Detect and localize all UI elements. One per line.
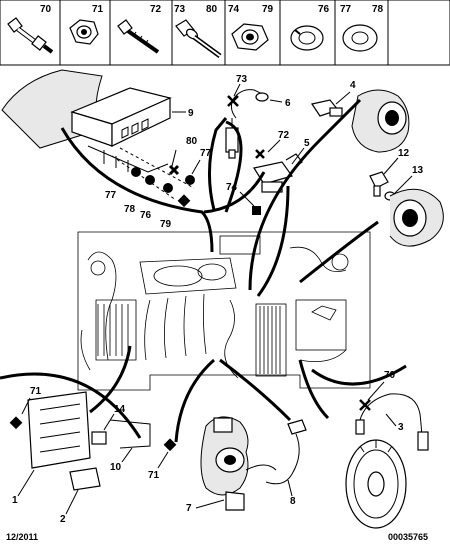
header-ref-80: 80: [206, 4, 218, 15]
callout-74: 74: [226, 182, 238, 193]
callout-5: 5: [304, 138, 310, 149]
sensor-5-group: [252, 149, 303, 215]
header-ref-77: 77: [340, 4, 352, 15]
header-ref-74: 74: [228, 4, 240, 15]
callout-73: 73: [236, 74, 248, 85]
callout-10: 10: [110, 462, 122, 473]
bolt-79-icon: [177, 194, 191, 208]
ecu-1-group: [9, 391, 177, 491]
callout-77b: 77: [200, 148, 212, 159]
nut-71-right-icon: [163, 438, 177, 452]
spring-washer-icon: [290, 25, 324, 51]
throttle-body-7-group: [200, 416, 307, 511]
callout-77a: 77: [105, 190, 117, 201]
nut-76-icon: [163, 183, 173, 193]
sensor-3-icon: [355, 419, 365, 435]
callout-79: 79: [160, 219, 172, 230]
nut-71-left-icon: [9, 416, 23, 430]
bolt-with-collar-icon: [7, 17, 54, 54]
footer-date: 12/2011: [6, 532, 38, 542]
washer-77-icon: [185, 175, 195, 185]
engine-bay-illustration: [77, 231, 371, 391]
ecu-group: [1, 69, 172, 173]
screw-72-icon: [255, 149, 265, 159]
screw-80-icon: [168, 164, 180, 176]
callout-9: 9: [188, 108, 194, 119]
flange-screw-icon: [175, 19, 222, 59]
module-2-icon: [69, 467, 101, 491]
header-ref-70: 70: [40, 4, 52, 15]
throttle-sensor-4-group: [311, 89, 410, 153]
callout-2: 2: [60, 514, 66, 525]
callout-6: 6: [285, 98, 291, 109]
nut-78-icon: [145, 175, 155, 185]
header-ref-72: 72: [150, 4, 162, 15]
nut-77-icon: [131, 167, 141, 177]
header-ref-76: 76: [318, 4, 330, 15]
screw-73-icon: [227, 95, 239, 107]
nut-74-icon: [252, 206, 261, 215]
callout-8: 8: [290, 496, 296, 507]
ecu-fasteners: [111, 147, 195, 208]
callout-1: 1: [12, 495, 18, 506]
callout-3: 3: [398, 422, 404, 433]
flat-washer-icon: [342, 24, 378, 52]
callout-71b: 71: [148, 470, 160, 481]
relay-14-icon: [91, 431, 107, 445]
callout-4: 4: [350, 80, 356, 91]
flywheel-group: [345, 393, 429, 529]
flange-nut-icon: [69, 19, 99, 45]
callout-13: 13: [412, 165, 424, 176]
hex-nut-icon: [231, 23, 269, 51]
screw-70-icon: [359, 399, 371, 411]
header-strip: 70 71 72 73 80 74 79 76 77 78: [0, 0, 450, 66]
footer-doc-number: 00035765: [388, 532, 428, 542]
callout-12: 12: [398, 148, 410, 159]
sensor-6-group: [225, 89, 269, 159]
screw-icon: [117, 19, 160, 54]
callout-7: 7: [186, 503, 192, 514]
callout-78: 78: [124, 204, 136, 215]
header-ref-71: 71: [92, 4, 104, 15]
header-ref-73: 73: [174, 4, 186, 15]
header-ref-78: 78: [372, 4, 384, 15]
sensor-12-13-group: [369, 171, 444, 247]
callout-72: 72: [278, 130, 290, 141]
callout-71a: 71: [30, 386, 42, 397]
callout-76: 76: [140, 210, 152, 221]
header-ref-79: 79: [262, 4, 274, 15]
callout-80: 80: [186, 136, 198, 147]
pointer-curves: [0, 98, 407, 443]
